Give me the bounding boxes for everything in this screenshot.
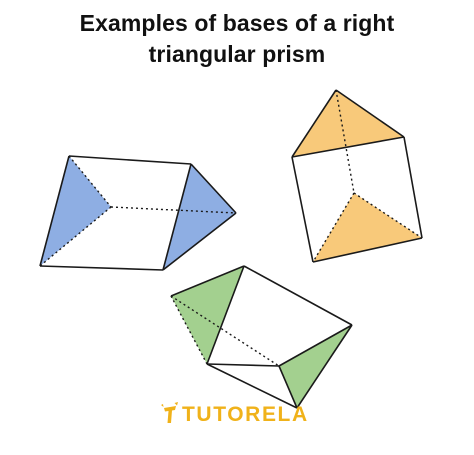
prism-green-edge	[170, 265, 245, 297]
diagram-title-line-1: Examples of bases of a right	[79, 10, 395, 36]
prism-green-front-base	[279, 325, 352, 408]
prism-blue-hidden-edge	[68, 155, 112, 208]
tutorela-logo: TUTORELA	[160, 400, 309, 430]
prism-green-edge	[206, 363, 280, 367]
prism-blue-edge	[190, 163, 237, 214]
prism-green-edge	[296, 324, 353, 409]
prism-orange-top-base	[292, 90, 404, 157]
prism-blue-edge	[162, 212, 237, 271]
prism-blue	[39, 155, 237, 271]
prism-green-edge	[206, 363, 298, 409]
prism-orange-edge	[291, 136, 405, 158]
prism-orange	[291, 89, 423, 263]
prism-blue-hidden-edge	[39, 206, 112, 267]
prism-green-hidden-edge	[170, 295, 280, 367]
prism-blue-edge	[68, 155, 192, 165]
prism-orange-edge	[312, 237, 423, 263]
prism-blue-edge	[39, 155, 70, 267]
prism-blue-edge	[39, 265, 164, 271]
diagram-title-line-2: triangular prism	[148, 41, 326, 67]
prism-orange-hidden-edge	[312, 192, 355, 263]
prism-green-edge	[206, 265, 245, 365]
prism-orange-edge	[335, 89, 405, 138]
prism-blue-back-base	[40, 156, 111, 266]
prism-green-edge	[243, 265, 353, 326]
prism-orange-bottom-base	[313, 193, 422, 262]
prism-blue-front-base	[163, 164, 236, 270]
prism-blue-edge	[162, 163, 192, 271]
tutorela-logo-text: TUTORELA	[182, 403, 309, 426]
prism-orange-edge	[291, 89, 337, 158]
prism-orange-hidden-edge	[353, 192, 423, 239]
prism-green-back-base	[171, 266, 244, 364]
prism-blue-hidden-edge	[110, 206, 237, 214]
prism-green-edge	[278, 324, 353, 367]
prism-green	[170, 265, 353, 409]
prism-orange-edge	[403, 136, 423, 239]
prism-orange-edge	[291, 156, 314, 263]
prism-green-edge	[278, 365, 298, 409]
tutorela-logo-icon	[160, 401, 180, 430]
